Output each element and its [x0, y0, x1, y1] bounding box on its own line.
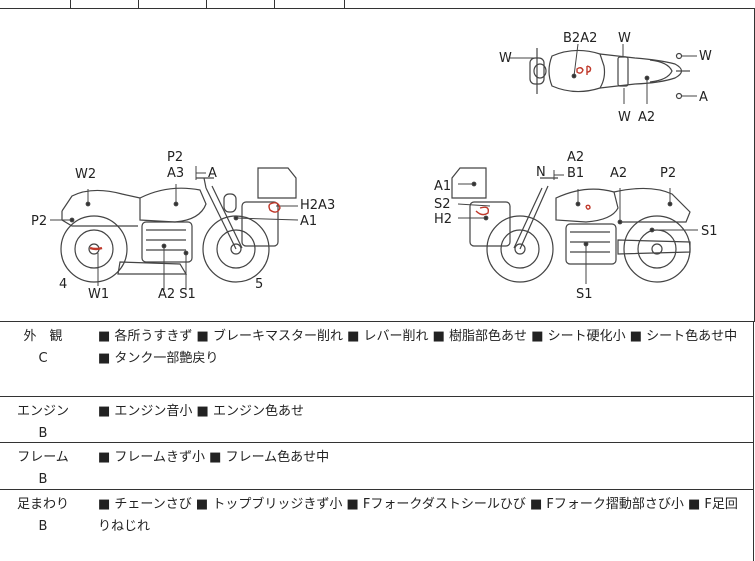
label-w-top: W: [618, 31, 631, 46]
condition-description: ■ チェーンさび ■ トップブリッジきず小 ■ Fフォークダストシールひび ■ …: [98, 497, 738, 534]
label-n: N: [536, 165, 546, 180]
label-s1-bottom: S1: [576, 287, 593, 302]
label-w2: W2: [75, 167, 96, 182]
category-label: 外 観: [23, 329, 63, 344]
label-w-right: W: [699, 49, 712, 64]
label-a2-mid: A2: [610, 166, 627, 181]
label-a2-bottom: A2: [638, 110, 655, 125]
label-s1-right: S1: [701, 224, 718, 239]
grade-badge: B: [38, 472, 48, 487]
right-side-bike: [451, 167, 691, 283]
label-five: 5: [255, 277, 263, 292]
condition-description: ■ フレームきず小 ■ フレーム色あせ中: [98, 450, 330, 465]
top-view-bike: [529, 48, 690, 94]
damage-diagram: W B2A2 W W A W A2 P2 A3 A W2 P2 H2A3 A1 …: [0, 8, 755, 322]
condition-row-exterior: 外 観 C ■ 各所うすきず ■ ブレーキマスター削れ ■ レバー削れ ■ 樹脂…: [0, 322, 754, 397]
condition-row-suspension: 足まわり B ■ チェーンさび ■ トップブリッジきず小 ■ Fフォークダストシ…: [0, 490, 754, 561]
grade-badge: C: [38, 351, 48, 366]
grade-badge: B: [38, 426, 48, 441]
right-side-text: A2 N B1 A2 P2 A1 S2 H2 S1 S1: [434, 150, 718, 302]
label-p2-right: P2: [660, 166, 676, 181]
label-p2-top: P2: [167, 150, 183, 165]
left-side-text: P2 A3 A W2 P2 H2A3 A1 4 W1 A2 S1 5: [31, 150, 335, 302]
left-side-bike: [60, 167, 297, 283]
label-h2: H2: [434, 212, 452, 227]
right-side-leaders: [457, 170, 698, 284]
label-a-right: A: [699, 90, 708, 105]
label-a1-right: A1: [434, 179, 451, 194]
label-four: 4: [59, 277, 67, 292]
condition-category: 足まわり B: [0, 490, 86, 538]
condition-row-frame: フレーム B ■ フレームきず小 ■ フレーム色あせ中: [0, 443, 754, 490]
label-a2s1: A2 S1: [158, 287, 196, 302]
label-a2-top: A2: [567, 150, 584, 165]
grade-badge: B: [38, 519, 48, 534]
top-view-leaders: [510, 43, 697, 104]
motorcycle-diagrams: W B2A2 W W A W A2 P2 A3 A W2 P2 H2A3 A1 …: [31, 31, 718, 302]
label-a3: A3: [167, 166, 184, 181]
label-w-left: W: [499, 51, 512, 66]
condition-category: 外 観 C: [0, 322, 86, 370]
label-a1: A1: [300, 214, 317, 229]
label-b2a2: B2A2: [563, 31, 597, 46]
label-s2: S2: [434, 197, 451, 212]
header-row-cutoff: [0, 0, 754, 9]
condition-category: エンジン B: [0, 397, 86, 445]
label-h2a3: H2A3: [300, 198, 335, 213]
damage-marks: [89, 65, 592, 251]
condition-description: ■ エンジン音小 ■ エンジン色あせ: [98, 404, 304, 419]
category-label: エンジン: [16, 404, 69, 419]
category-label: 足まわり: [16, 497, 69, 512]
category-label: フレーム: [17, 450, 69, 465]
label-p2-left: P2: [31, 214, 47, 229]
label-w-bottom: W: [618, 110, 631, 125]
condition-description: ■ 各所うすきず ■ ブレーキマスター削れ ■ レバー削れ ■ 樹脂部色あせ ■…: [98, 329, 738, 366]
label-w1: W1: [88, 287, 109, 302]
top-view-text: W B2A2 W W A W A2: [499, 31, 712, 125]
condition-row-engine: エンジン B ■ エンジン音小 ■ エンジン色あせ: [0, 397, 754, 443]
label-b1: B1: [567, 166, 584, 181]
condition-category: フレーム B: [0, 443, 86, 491]
label-a-top: A: [208, 166, 217, 181]
